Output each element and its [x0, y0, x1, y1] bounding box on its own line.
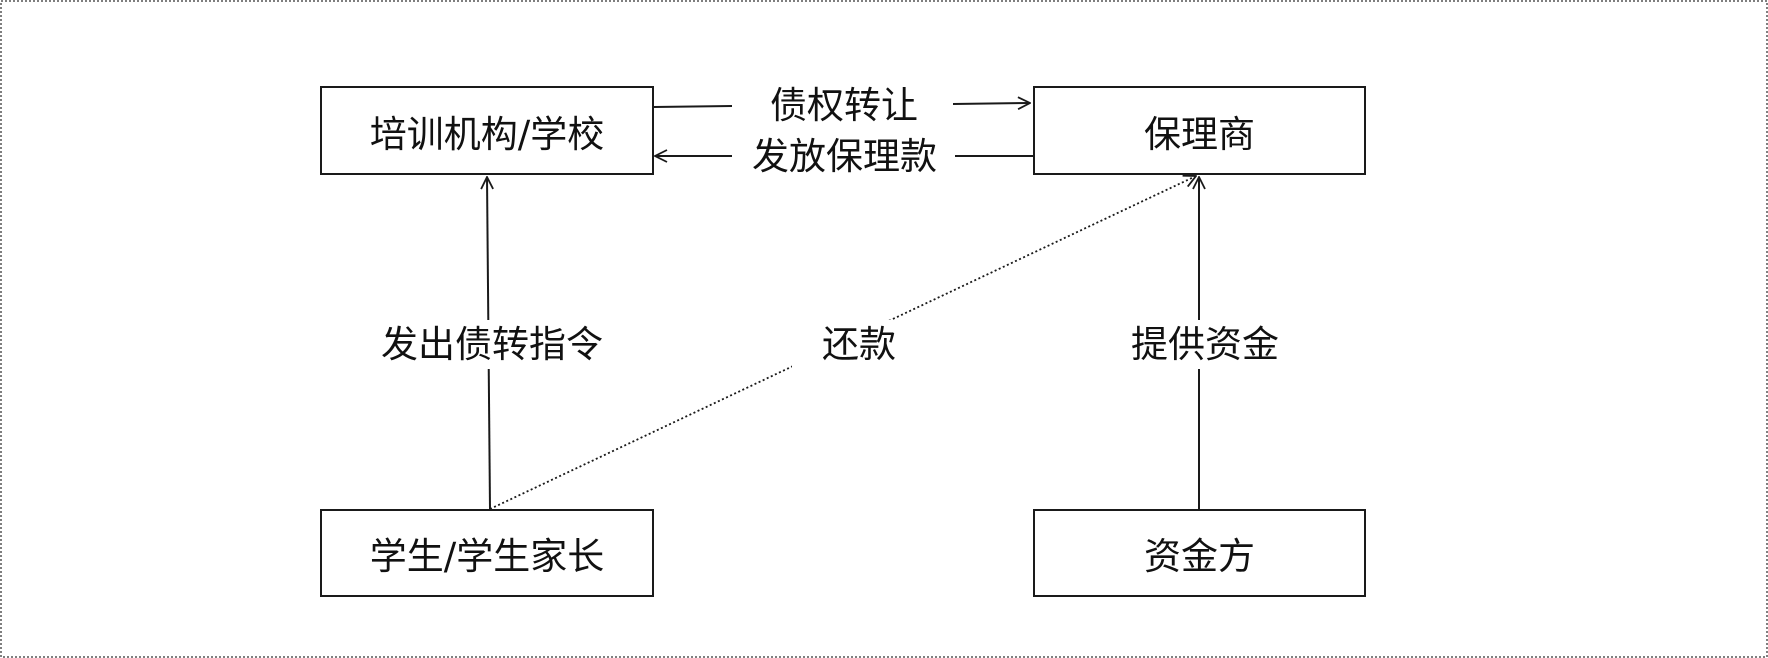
edge-debt-transfer-left — [653, 105, 733, 108]
label-debt-transfer: 债权转让 — [770, 84, 918, 127]
label-repayment: 还款 — [792, 320, 926, 369]
label-provide-funds: 提供资金 — [1127, 320, 1283, 369]
node-factor: 保理商 — [1033, 86, 1366, 175]
label-issue-factoring-payment: 发放保理款 — [752, 135, 937, 178]
label-issue-transfer-instruction: 发出债转指令 — [377, 320, 607, 369]
node-training-institution: 培训机构/学校 — [320, 86, 654, 175]
node-student: 学生/学生家长 — [320, 509, 654, 597]
node-funder: 资金方 — [1033, 509, 1366, 597]
edge-debt-transfer-arrow — [952, 103, 1030, 104]
